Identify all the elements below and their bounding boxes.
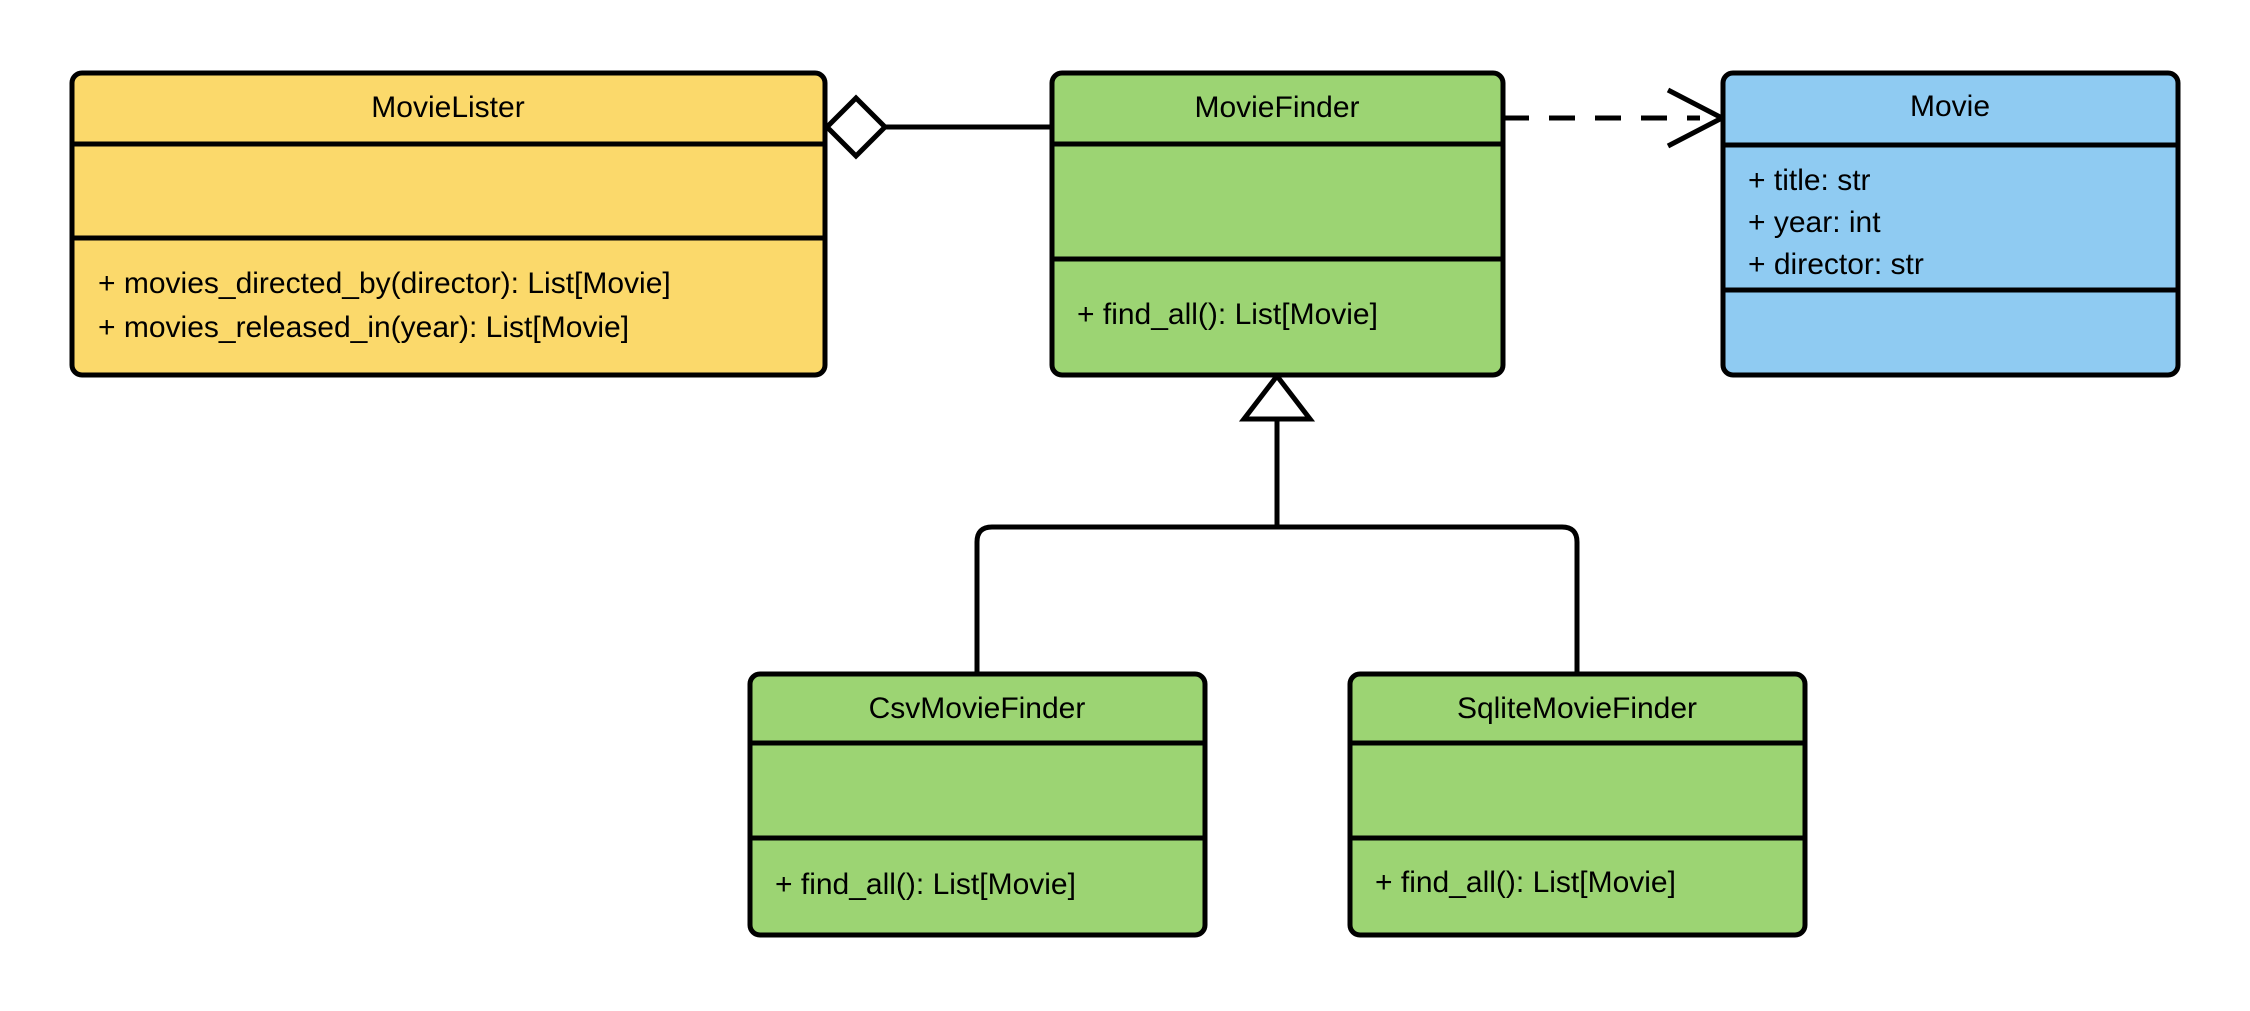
class-box-movie-body: [1720, 70, 2181, 378]
class-method-moviefinder-0: + find_all(): List[Movie]: [1077, 298, 1378, 331]
class-name-csvmoviefinder: CsvMovieFinder: [869, 692, 1086, 725]
class-box-sqlitemoviefinder[interactable]: SqliteMovieFinder + find_all(): List[Mov…: [1347, 671, 1808, 938]
class-box-sqlitemoviefinder-body: [1347, 671, 1808, 938]
hollow-diamond-icon: [823, 94, 889, 160]
class-method-sqlitemoviefinder-0: + find_all(): List[Movie]: [1375, 866, 1676, 899]
class-box-movielister-body: [69, 70, 828, 378]
class-attribute-movie-2: + director: str: [1748, 248, 1924, 281]
class-method-csvmoviefinder-0: + find_all(): List[Movie]: [775, 868, 1076, 901]
class-box-csvmoviefinder-body: [747, 671, 1208, 938]
class-box-movielister[interactable]: MovieLister + movies_directed_by(directo…: [69, 70, 828, 378]
class-method-movielister-0: + movies_directed_by(director): List[Mov…: [98, 267, 671, 300]
relationship-aggregation-movielister-moviefinder[interactable]: [823, 94, 1054, 160]
class-name-sqlitemoviefinder: SqliteMovieFinder: [1457, 692, 1697, 725]
relationship-dependency-moviefinder-movie[interactable]: [1503, 87, 1728, 149]
class-attribute-movie-0: + title: str: [1748, 164, 1871, 197]
class-name-movielister: MovieLister: [371, 91, 524, 124]
class-name-moviefinder: MovieFinder: [1194, 91, 1359, 124]
class-box-csvmoviefinder[interactable]: CsvMovieFinder + find_all(): List[Movie]: [747, 671, 1208, 938]
class-box-moviefinder-body: [1049, 70, 1506, 378]
class-box-moviefinder[interactable]: MovieFinder + find_all(): List[Movie]: [1049, 70, 1506, 378]
class-attribute-movie-1: + year: int: [1748, 206, 1881, 239]
class-name-movie: Movie: [1910, 90, 1990, 123]
relationship-generalization-tree[interactable]: [974, 371, 1580, 674]
generalization-branch-csv: [974, 524, 1277, 674]
hollow-triangle-icon: [1238, 371, 1316, 422]
class-box-movie[interactable]: Movie + title: str + year: int + directo…: [1720, 70, 2181, 378]
class-method-movielister-1: + movies_released_in(year): List[Movie]: [98, 311, 629, 344]
generalization-branch-sqlite: [1277, 524, 1580, 674]
